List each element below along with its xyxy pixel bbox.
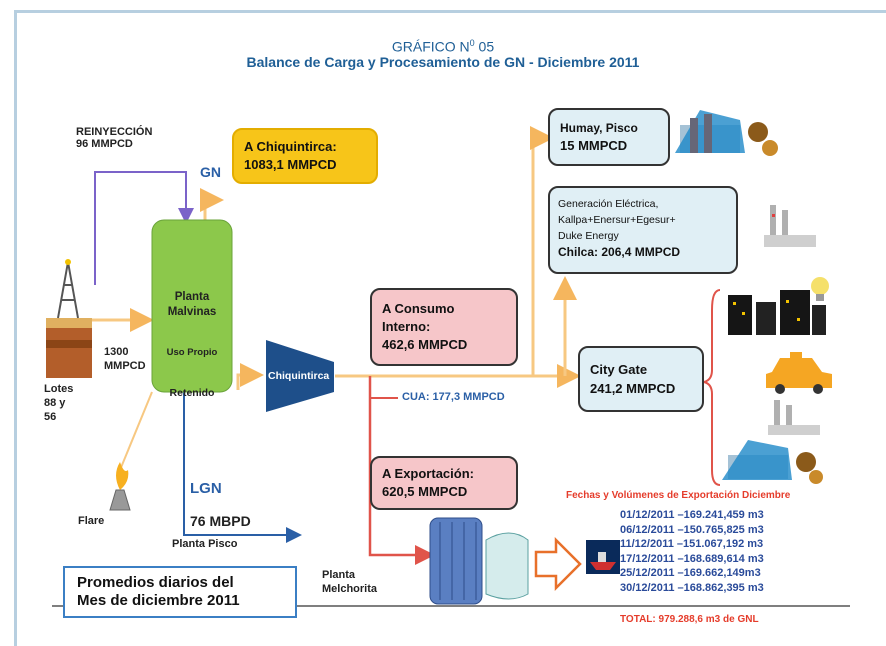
promedios-note: Promedios diarios del Mes de diciembre 2… bbox=[63, 566, 297, 618]
lgn-flow bbox=[183, 390, 302, 543]
flare-icon bbox=[109, 462, 131, 511]
light-bulb-icon bbox=[811, 277, 829, 301]
lgn-label: LGN bbox=[190, 480, 222, 497]
export-item: 25/12/2011 –169.662,149m3 bbox=[620, 567, 761, 580]
city-buildings-icon bbox=[728, 290, 826, 335]
export-item: 01/12/2011 –169.241,459 m3 bbox=[620, 509, 764, 521]
power-plant-gears-icon-lower bbox=[722, 440, 823, 484]
a-chiquintirca-box: A Chiquintirca: 1083,1 MMPCD bbox=[232, 128, 378, 184]
humay-box: Humay, Pisco 15 MMPCD bbox=[548, 108, 670, 166]
exportacion-box: A Exportación: 620,5 MMPCD bbox=[370, 456, 518, 510]
planta-malvinas-label: Planta Malvinas bbox=[167, 291, 217, 318]
export-item: 06/12/2011 –150.765,825 m3 bbox=[620, 523, 764, 536]
planta-melchorita-label: Planta Melchorita bbox=[322, 569, 378, 595]
flare-flow bbox=[119, 391, 153, 471]
export-total: TOTAL: 979.288,6 m3 de GNL bbox=[620, 614, 759, 625]
figure-number: GRÁFICO N0 05 bbox=[391, 38, 495, 55]
flare-label: Flare bbox=[78, 515, 105, 527]
retenido-label: Retenido bbox=[169, 387, 215, 399]
city-gate-bracket bbox=[703, 289, 721, 486]
gn-label: GN bbox=[200, 164, 221, 180]
export-item: 30/12/2011 –168.862,395 m3 bbox=[620, 581, 764, 594]
power-plant-gears-icon-humay bbox=[675, 110, 778, 156]
export-list: 01/12/2011 –169.241,459 m3 06/12/2011 –1… bbox=[620, 508, 764, 596]
export-item: 17/12/2011 –168.689,614 m3 bbox=[620, 552, 764, 565]
malvinas-to-chiquintirca-flow bbox=[236, 363, 264, 390]
gn-flow bbox=[200, 188, 224, 220]
factory-icon-generacion bbox=[764, 205, 816, 247]
consumo-interno-box: A Consumo Interno: 462,6 MMPCD bbox=[370, 288, 518, 366]
lotes-label: Lotes 88 y 56 bbox=[44, 383, 74, 423]
city-gate-box: City Gate 241,2 MMPCD bbox=[578, 346, 704, 412]
ship-icon bbox=[586, 540, 620, 574]
lotes-volume-label: 1300 MMPCD bbox=[104, 346, 146, 372]
reinjection-flow bbox=[94, 171, 194, 285]
uso-propio-label: Uso Propio bbox=[166, 347, 218, 358]
oil-rig-icon bbox=[46, 259, 92, 378]
export-item: 11/12/2011 –151.067,192 m3 bbox=[620, 538, 764, 551]
generacion-electrica-box: Generación Eléctrica, Kallpa+Enersur+Ege… bbox=[548, 186, 738, 274]
figure-frame bbox=[14, 10, 886, 646]
factory-icon-city bbox=[768, 400, 820, 435]
export-flow bbox=[368, 376, 435, 565]
chiquintirca-node bbox=[266, 340, 334, 412]
reinyeccion-label: REINYECCIÓN 96 MMPCD bbox=[76, 126, 153, 150]
taxi-icon bbox=[766, 352, 832, 394]
figure-title: Balance de Carga y Procesamiento de GN -… bbox=[246, 54, 640, 70]
export-arrow-icon bbox=[534, 536, 582, 592]
export-list-title: Fechas y Volúmenes de Exportación Diciem… bbox=[566, 490, 791, 501]
humay-flow bbox=[530, 126, 554, 376]
chiquintirca-node-label: Chiquintirca bbox=[268, 370, 330, 382]
lgn-volume-label: 76 MBPD bbox=[190, 513, 251, 529]
lng-tank-icon bbox=[429, 517, 529, 605]
planta-pisco-label: Planta Pisco bbox=[172, 538, 238, 550]
planta-malvinas-node bbox=[151, 219, 233, 393]
cua-label: CUA: 177,3 MMPCD bbox=[402, 391, 505, 403]
